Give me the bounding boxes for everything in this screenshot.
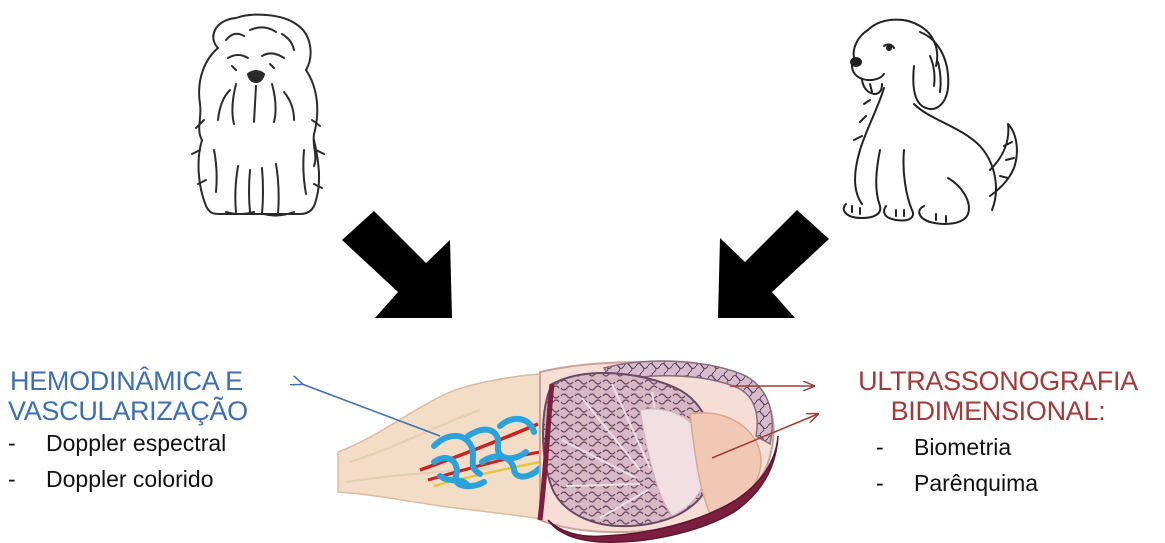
list-bullet: - — [876, 470, 914, 497]
list-bullet: - — [8, 430, 46, 457]
left-heading-line1: HEMODINÂMICA E — [10, 366, 243, 397]
list-item-label: Doppler espectral — [46, 430, 226, 456]
list-item-label: Biometria — [914, 434, 1011, 460]
list-bullet: - — [876, 434, 914, 461]
list-item-label: Parênquima — [914, 470, 1038, 496]
right-heading-line1: ULTRASSONOGRAFIA — [836, 366, 1160, 397]
testis-cross-section-illustration — [338, 361, 778, 542]
right-list-item: -Parênquima — [876, 470, 1038, 497]
left-list-item: -Doppler colorido — [8, 466, 213, 493]
long-haired-dog-illustration — [192, 15, 324, 216]
spermatic-cord — [338, 374, 548, 520]
list-bullet: - — [8, 466, 46, 493]
arrow-left-dog-to-center-icon — [342, 211, 452, 318]
left-list-item: -Doppler espectral — [8, 430, 226, 457]
list-item-label: Doppler colorido — [46, 466, 213, 492]
left-heading-line2: VASCULARIZAÇÃO — [8, 396, 248, 427]
arrow-right-dog-to-center-icon — [718, 210, 829, 318]
right-heading-line2: BIDIMENSIONAL: — [836, 396, 1160, 427]
sitting-puppy-illustration — [844, 20, 1017, 224]
right-list-item: -Biometria — [876, 434, 1011, 461]
